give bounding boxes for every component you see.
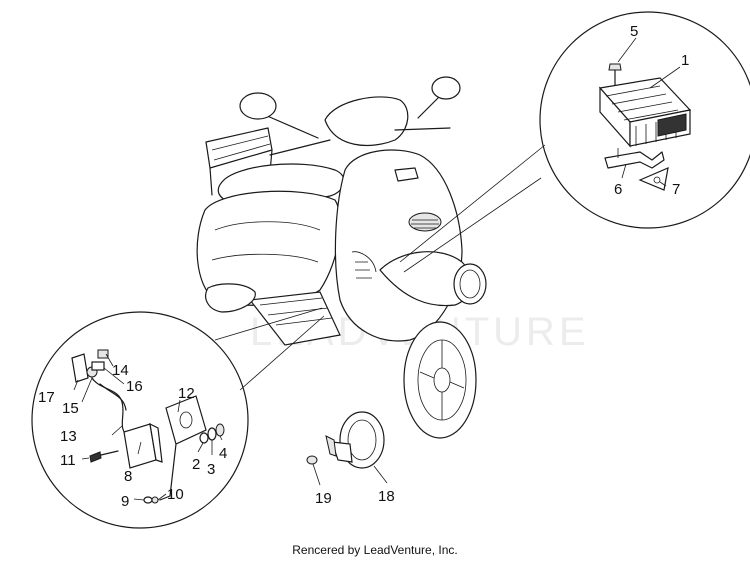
label-11: 11	[60, 452, 76, 469]
washer-10	[151, 496, 159, 504]
label-3: 3	[207, 461, 215, 478]
label-14: 14	[112, 362, 129, 379]
label-13: 13	[60, 428, 77, 445]
leader-lines	[73, 37, 681, 501]
leader-sensor	[214, 307, 323, 341]
handlebar	[269, 127, 451, 156]
label-5: 5	[630, 23, 638, 40]
part-labels: 5 1 6 7 12 14 16 17 15 13 11 8 2 3 4 9 1…	[38, 23, 689, 510]
left-mirror	[239, 92, 277, 120]
label-7: 7	[672, 181, 680, 198]
label-6: 6	[614, 181, 622, 198]
nut-4	[215, 423, 225, 437]
label-16: 16	[126, 378, 143, 395]
wire-13	[91, 377, 131, 439]
washer-3	[207, 427, 217, 441]
headset-cowl	[324, 96, 409, 146]
regulator-connector	[657, 113, 687, 137]
connector-17	[71, 353, 89, 383]
front-wheel	[403, 321, 477, 439]
right-mirror	[431, 76, 461, 100]
washer-9	[143, 496, 153, 504]
washer-2	[199, 432, 209, 444]
label-8: 8	[124, 468, 132, 485]
label-1: 1	[681, 52, 689, 69]
scooter	[196, 76, 487, 439]
exhaust	[205, 283, 256, 313]
label-10: 10	[167, 486, 184, 503]
credit-text: Rencered by LeadVenture, Inc.	[292, 543, 457, 557]
badge-plate	[394, 167, 419, 182]
clamp-group	[306, 411, 385, 469]
label-18: 18	[378, 488, 395, 505]
floorboard	[248, 291, 341, 346]
horn-grille	[408, 212, 442, 232]
label-15: 15	[62, 400, 79, 417]
label-19: 19	[315, 490, 332, 507]
label-12: 12	[178, 385, 195, 402]
screw-11	[89, 451, 102, 463]
bolt-5	[608, 63, 622, 71]
rear-body	[196, 190, 341, 306]
label-2: 2	[192, 456, 200, 473]
label-17: 17	[38, 389, 55, 406]
label-4: 4	[219, 445, 227, 462]
leader-regulator	[399, 144, 546, 263]
bracket-6	[604, 151, 665, 169]
detail-circle-sensor	[31, 311, 249, 529]
cap-14	[97, 349, 109, 359]
nut-19	[306, 455, 318, 465]
terminal-16	[91, 361, 105, 371]
rear-rack	[205, 127, 273, 169]
bracket-12	[165, 395, 207, 445]
headlight	[453, 263, 487, 305]
label-9: 9	[121, 493, 129, 510]
voltage-regulator-group	[598, 63, 692, 191]
